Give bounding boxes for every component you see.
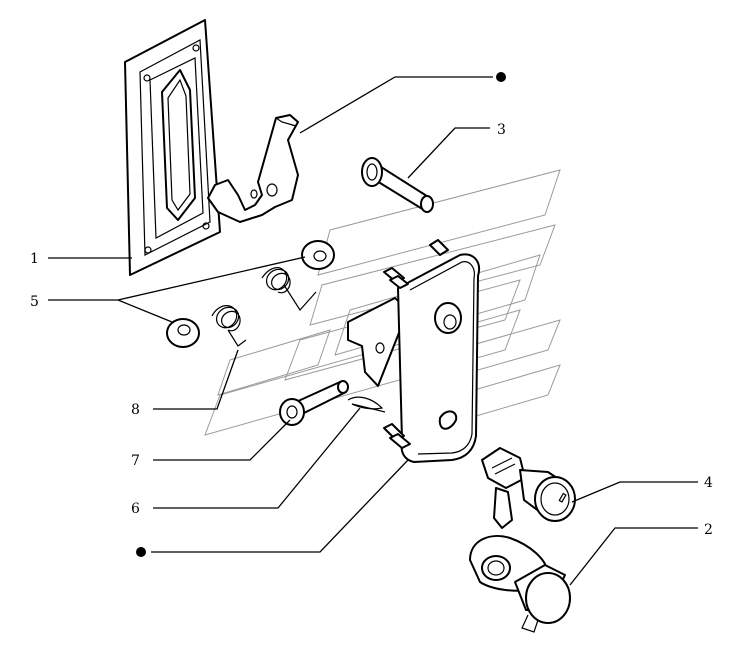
callout-2: 2 [704, 522, 713, 538]
callout-5: 5 [30, 294, 39, 310]
part-4-lock-cylinder [481, 447, 576, 529]
hook-latch [207, 114, 299, 223]
callout-7: 7 [131, 453, 140, 469]
callout-6: 6 [131, 501, 140, 517]
callout-1: 1 [30, 251, 39, 267]
part-5-washers [166, 240, 335, 348]
part-7-clevis-pin [279, 380, 349, 426]
part-8-springs [211, 267, 317, 347]
callout-3: 3 [497, 122, 506, 138]
part-6-cotter-pin [347, 396, 386, 413]
callout-8: 8 [131, 402, 140, 418]
part-2-lock-cap [469, 535, 571, 633]
callout-dot-hook [496, 72, 506, 82]
leader-lines [48, 76, 698, 586]
part-3-pin [361, 157, 434, 213]
callout-dot-striker [136, 547, 146, 557]
callout-4: 4 [704, 475, 713, 491]
part-1-plate [124, 19, 221, 276]
striker-plate [347, 239, 480, 463]
